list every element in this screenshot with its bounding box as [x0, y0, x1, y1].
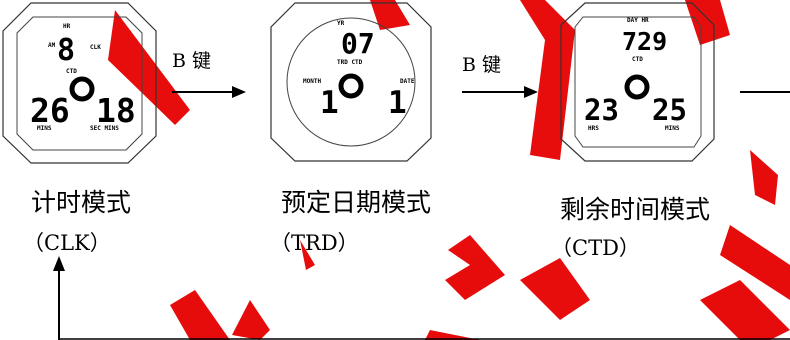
lcd-ring	[338, 73, 364, 99]
lcd-mode-label: TRD CTD	[337, 59, 363, 66]
mode-caption-trd: 预定日期模式	[281, 188, 432, 217]
watch-frame	[2, 2, 157, 164]
key-label-b: B 键	[172, 50, 212, 72]
lcd-right-digits: 1	[388, 85, 407, 121]
lcd-right-digits: 18	[96, 91, 136, 130]
key-label-b: B 键	[462, 54, 502, 76]
arrowhead-up-icon	[53, 256, 65, 271]
lcd-right-caption: MINS	[665, 125, 680, 132]
lcd-left-digits: 26	[30, 91, 70, 130]
watch-dial-circle	[286, 17, 416, 147]
arrowhead-icon	[232, 86, 246, 98]
lcd-top-digits: 07	[341, 27, 375, 60]
lcd-top-digits: 8	[57, 33, 75, 68]
lcd-left-digits: 1	[320, 85, 339, 121]
lcd-top-label: DAY HR	[627, 17, 649, 24]
lcd-top-label: YR	[337, 20, 345, 27]
lcd-mode-label: CTD	[632, 56, 643, 63]
lcd-left-caption: HRS	[588, 125, 599, 132]
mode-caption-clk: 计时模式	[31, 188, 132, 217]
watch-frame	[560, 2, 715, 162]
arrowhead-icon	[524, 86, 538, 98]
lcd-right-caption: SEC MINS	[90, 125, 119, 132]
mode-abbr-trd: （TRD）	[270, 231, 359, 255]
lcd-right-caption-top: DATE	[400, 78, 415, 85]
lcd-mode-label: CTD	[66, 68, 77, 75]
lcd-ring	[624, 74, 650, 100]
lcd-top-digits: 729	[622, 27, 667, 56]
lcd-ring	[69, 76, 95, 102]
mode-caption-ctd: 剩余时间模式	[560, 195, 711, 224]
lcd-right-digits: 25	[652, 93, 687, 127]
watch-face-ctd	[560, 2, 715, 162]
lcd-top-label: HR	[63, 23, 71, 30]
lcd-left-caption: MINS	[37, 125, 52, 132]
mode-abbr-clk: （CLK）	[23, 231, 111, 255]
mode-abbr-ctd: （CTD）	[551, 236, 640, 260]
lcd-left-digits: 23	[584, 93, 619, 127]
watch-face-trd	[270, 2, 432, 162]
watch-frame	[270, 2, 432, 162]
watch-face-clk	[2, 2, 157, 164]
lcd-left-caption-top: MONTH	[303, 78, 321, 85]
lcd-top-right-label: CLK	[90, 44, 101, 51]
lcd-top-left-label: AM	[48, 42, 56, 49]
